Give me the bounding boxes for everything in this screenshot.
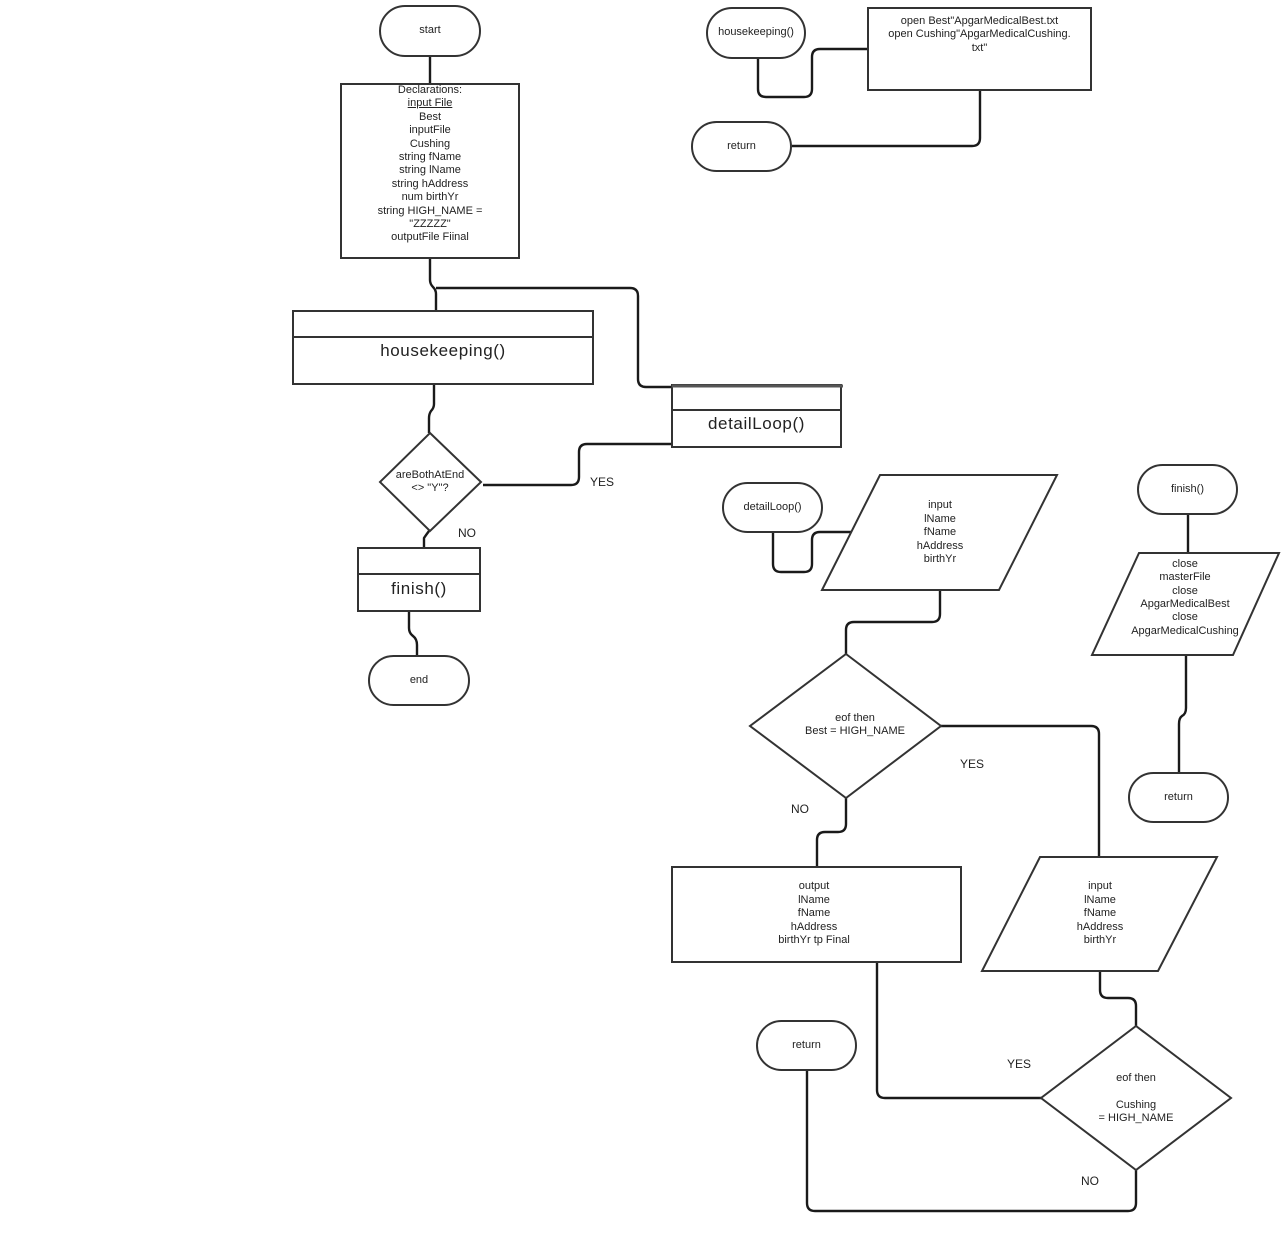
hk-return-terminal — [691, 121, 792, 172]
dl-output-box — [671, 866, 962, 963]
fin-return-label: return — [1164, 790, 1193, 803]
connector-dl-decision2-no-return — [805, 1070, 1138, 1213]
declarations-line-0: input File — [407, 97, 453, 110]
hk-open-files-label: open Best"ApgarMedicalBest.txt open Cush… — [888, 15, 1071, 54]
hk-return-label: return — [727, 139, 756, 152]
finish-module — [357, 547, 481, 612]
connector-decision-no-finish — [422, 530, 430, 548]
dl-decision2-no-label: NO — [1081, 1174, 1099, 1188]
declarations-line-3: Cushing — [409, 137, 451, 150]
both-at-end-decision-label: areBothAtEnd <> "Y"? — [395, 468, 465, 494]
end-label: end — [409, 673, 429, 686]
dl-decision2-yes-label: YES — [1007, 1057, 1032, 1071]
dl-return-terminal — [756, 1020, 857, 1071]
declarations-text: Declarations: input File Best inputFile … — [341, 84, 519, 246]
connector-declarations-housekeeping — [428, 258, 438, 311]
connector-hk-process-return — [792, 90, 982, 148]
declarations-line-4: string fName — [398, 151, 462, 164]
declarations-line-7: num birthYr — [401, 191, 459, 204]
connector-dl-start-input — [771, 530, 851, 574]
both-at-end-decision — [378, 431, 483, 533]
connector-dl-input-decision1 — [844, 590, 942, 654]
connector-dl-input2-decision2 — [1098, 971, 1138, 1026]
declarations-line-9: "ZZZZZ" — [409, 218, 451, 231]
dl-decision1-yes-label: YES — [960, 757, 985, 771]
dl-input-parallelogram — [820, 474, 1059, 591]
hk-start-terminal — [706, 7, 806, 59]
dl-input2-label: input lName fName hAddress birthYr — [1076, 880, 1124, 947]
dl-output-label: output lName fName hAddress birthYr tp F… — [778, 880, 850, 947]
fin-start-terminal — [1137, 464, 1238, 515]
dl-decision1-no-label: NO — [791, 802, 809, 816]
dl-eof-best-label: eof then Best = HIGH_NAME — [805, 711, 905, 737]
start-label: start — [419, 24, 441, 37]
connector-dl-decision1-yes-input2 — [941, 724, 1101, 857]
housekeeping-module-label: housekeeping() — [380, 341, 506, 360]
dl-return-label: return — [792, 1038, 821, 1051]
connectors — [407, 47, 1190, 1213]
declarations-title: Declarations: — [397, 84, 463, 96]
main-no-label: NO — [458, 526, 476, 540]
connector-decision-yes-detailloop — [483, 442, 672, 487]
detailloop-module — [671, 384, 843, 448]
connector-finish-end — [407, 611, 419, 662]
start-terminal — [379, 5, 481, 57]
declarations-box — [340, 83, 520, 259]
fin-close-label: close masterFile close ApgarMedicalBest … — [1131, 557, 1239, 637]
connector-fin-process-return — [1177, 655, 1188, 772]
dl-eof-cushing-decision — [1039, 1024, 1233, 1172]
declarations-line-5: string lName — [399, 164, 461, 177]
hk-open-files-box — [867, 7, 1092, 91]
declarations-line-2: inputFile — [409, 124, 451, 137]
dl-input-label: input lName fName hAddress birthYr — [916, 499, 964, 566]
fin-close-parallelogram — [1090, 552, 1281, 656]
declarations-line-1: Best — [418, 110, 441, 123]
connector-housekeeping-decision — [427, 384, 436, 433]
dl-eof-cushing-label: eof then Cushing = HIGH_NAME — [1098, 1072, 1174, 1125]
connector-hk-start-process — [756, 47, 868, 99]
connector-declarations-detailloop — [436, 286, 672, 389]
housekeeping-module — [292, 310, 594, 385]
declarations-line-6: string hAddress — [391, 177, 469, 190]
dl-input2-parallelogram — [980, 856, 1219, 972]
connector-dl-output-decision2-yes — [875, 962, 1041, 1100]
dl-start-terminal — [722, 482, 823, 533]
end-terminal — [368, 655, 470, 706]
main-yes-label: YES — [590, 475, 615, 489]
dl-start-label: detailLoop() — [743, 500, 802, 513]
fin-start-label: finish() — [1170, 482, 1204, 495]
finish-module-label: finish() — [391, 579, 447, 598]
fin-return-terminal — [1128, 772, 1229, 823]
hk-start-label: housekeeping() — [718, 26, 794, 39]
detailloop-module-label: detailLoop() — [708, 414, 805, 433]
connector-dl-decision1-no-output — [815, 798, 848, 867]
declarations-line-10: outputFile Fiinal — [391, 231, 469, 244]
declarations-line-8: string HIGH_NAME = — [377, 204, 483, 217]
dl-eof-best-decision — [748, 652, 943, 800]
